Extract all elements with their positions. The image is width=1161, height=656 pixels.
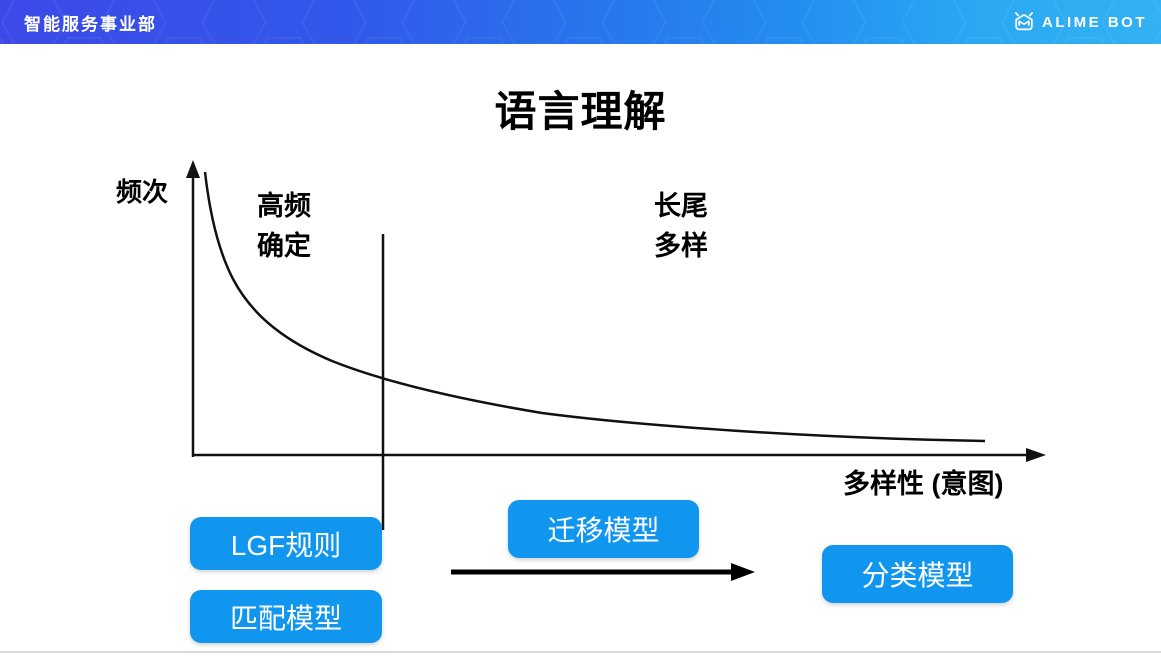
flow-arrow-head [731,563,755,581]
right-region-line2: 多样 [654,231,708,261]
y-axis-arrowhead [186,160,200,178]
brand-logo: ALIME BOT [1013,11,1147,33]
hexagon-pattern-decoration [0,0,1161,44]
left-region-line2: 确定 [257,231,311,261]
flow-box-matching-model: 匹配模型 [190,590,382,643]
left-region-line1: 高频 [257,191,311,221]
y-axis-label: 频次 [116,177,169,207]
page-title: 语言理解 [494,88,667,135]
header-bar: 智能服务事业部 ALIME BOT [0,0,1161,44]
department-title: 智能服务事业部 [24,14,157,34]
x-axis-arrowhead [1026,448,1046,462]
x-axis-label: 多样性 (意图) [843,469,1004,499]
bottom-divider-line [0,651,1161,653]
alime-bot-robot-icon [1015,12,1033,31]
right-region-line1: 长尾 [654,191,708,221]
frequency-curve [203,171,986,443]
left-region-annotation: 高频 确定 [257,186,311,266]
brand-name: ALIME BOT [1042,13,1147,31]
flow-box-transfer-model: 迁移模型 [508,500,699,558]
flow-box-classification-model: 分类模型 [822,545,1013,603]
right-region-annotation: 长尾 多样 [654,186,708,266]
flow-box-lgf-rules: LGF规则 [190,517,382,570]
